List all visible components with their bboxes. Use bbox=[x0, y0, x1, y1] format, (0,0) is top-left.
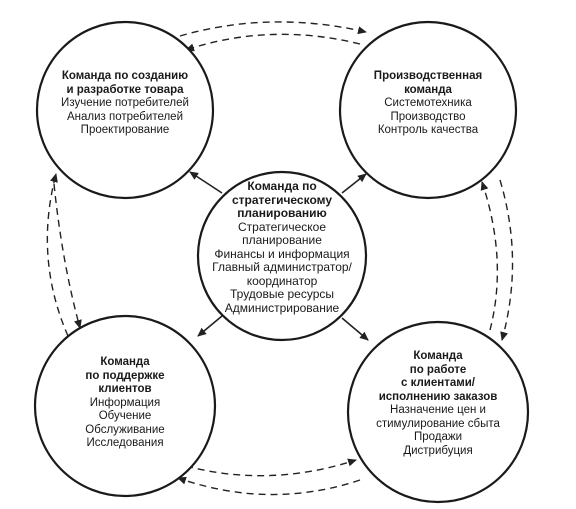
node-item: Назначение цен и bbox=[390, 404, 486, 416]
node-title-line: Команда по созданию bbox=[61, 70, 189, 82]
node-item: Финансы и информация bbox=[214, 246, 350, 261]
node-item: планирование bbox=[242, 233, 322, 247]
spoke-arrow-top-left bbox=[189, 171, 223, 194]
node-customer-support: Команда по поддержке клиентов Информация… bbox=[45, 356, 205, 451]
circle-top-left bbox=[35, 20, 215, 200]
node-title-line: Команда bbox=[100, 356, 150, 368]
node-item: Системотехника bbox=[384, 97, 472, 109]
node-item: координатор bbox=[246, 273, 318, 288]
node-title-line: по поддержке bbox=[85, 369, 165, 382]
node-strategic-planning: Команда по стратегическому планированию … bbox=[202, 179, 362, 315]
cycle-arrow-bottom-inner bbox=[185, 458, 357, 477]
node-item: Продажи bbox=[413, 431, 463, 443]
spoke-arrow-bottom-right bbox=[341, 317, 369, 341]
spoke-arrow-top-right bbox=[341, 173, 367, 194]
node-item: Производство bbox=[390, 110, 466, 123]
node-title-line: клиентов bbox=[98, 383, 152, 395]
spoke-arrow-bottom-left bbox=[197, 315, 223, 337]
node-title-line: и разработке товара bbox=[66, 83, 184, 96]
node-production: Производственная команда Системотехника … bbox=[350, 70, 506, 138]
circle-bottom-right bbox=[346, 320, 530, 504]
node-item: Главный администратор/ bbox=[212, 260, 352, 274]
node-title-line: Команда по bbox=[247, 179, 317, 193]
node-title-line: планированию bbox=[237, 206, 327, 220]
node-item: Трудовые ресурсы bbox=[230, 287, 334, 301]
node-item: Изучение потребителей bbox=[61, 97, 189, 109]
cycle-arrow-right-inner bbox=[480, 181, 499, 331]
node-product-development: Команда по созданию и разработке товара … bbox=[45, 70, 205, 138]
node-title-line: по работе bbox=[409, 363, 467, 376]
cycle-arrow-bottom-outer bbox=[177, 476, 361, 496]
node-item: Обучение bbox=[98, 410, 152, 422]
cycle-arrow-left-inner bbox=[53, 183, 82, 329]
circle-top-right bbox=[338, 20, 518, 200]
cycle-arrow-right-outer bbox=[499, 179, 514, 341]
node-item: Контроль качества bbox=[377, 124, 479, 136]
node-item: Исследования bbox=[86, 437, 164, 449]
node-item: Информация bbox=[89, 396, 161, 409]
node-item: Анализ потребителей bbox=[66, 110, 183, 123]
node-item: Обслуживание bbox=[85, 423, 165, 436]
circle-center bbox=[196, 170, 368, 342]
node-title-line: команда bbox=[404, 83, 452, 96]
node-item: Стратегическое bbox=[237, 219, 327, 234]
node-item: стимулирование сбыта bbox=[376, 417, 500, 430]
node-item: Проектирование bbox=[80, 124, 170, 136]
node-title-line: Производственная bbox=[373, 70, 483, 82]
cycle-arrows bbox=[46, 21, 514, 496]
node-customer-orders: Команда по работе с клиентами/ исполнени… bbox=[356, 350, 520, 458]
node-title-line: Команда bbox=[413, 350, 463, 362]
node-title-line: стратегическому bbox=[231, 192, 333, 207]
cycle-arrow-left-outer bbox=[46, 173, 69, 337]
node-item: Дистрибуция bbox=[403, 444, 473, 457]
circle-bottom-left bbox=[33, 314, 217, 498]
cycle-arrow-top-inner bbox=[185, 33, 361, 52]
node-item: Администрирование bbox=[224, 300, 340, 315]
spoke-arrows bbox=[189, 171, 369, 341]
node-title-line: исполнению заказов bbox=[378, 390, 498, 403]
node-title-line: с клиентами/ bbox=[400, 377, 475, 389]
